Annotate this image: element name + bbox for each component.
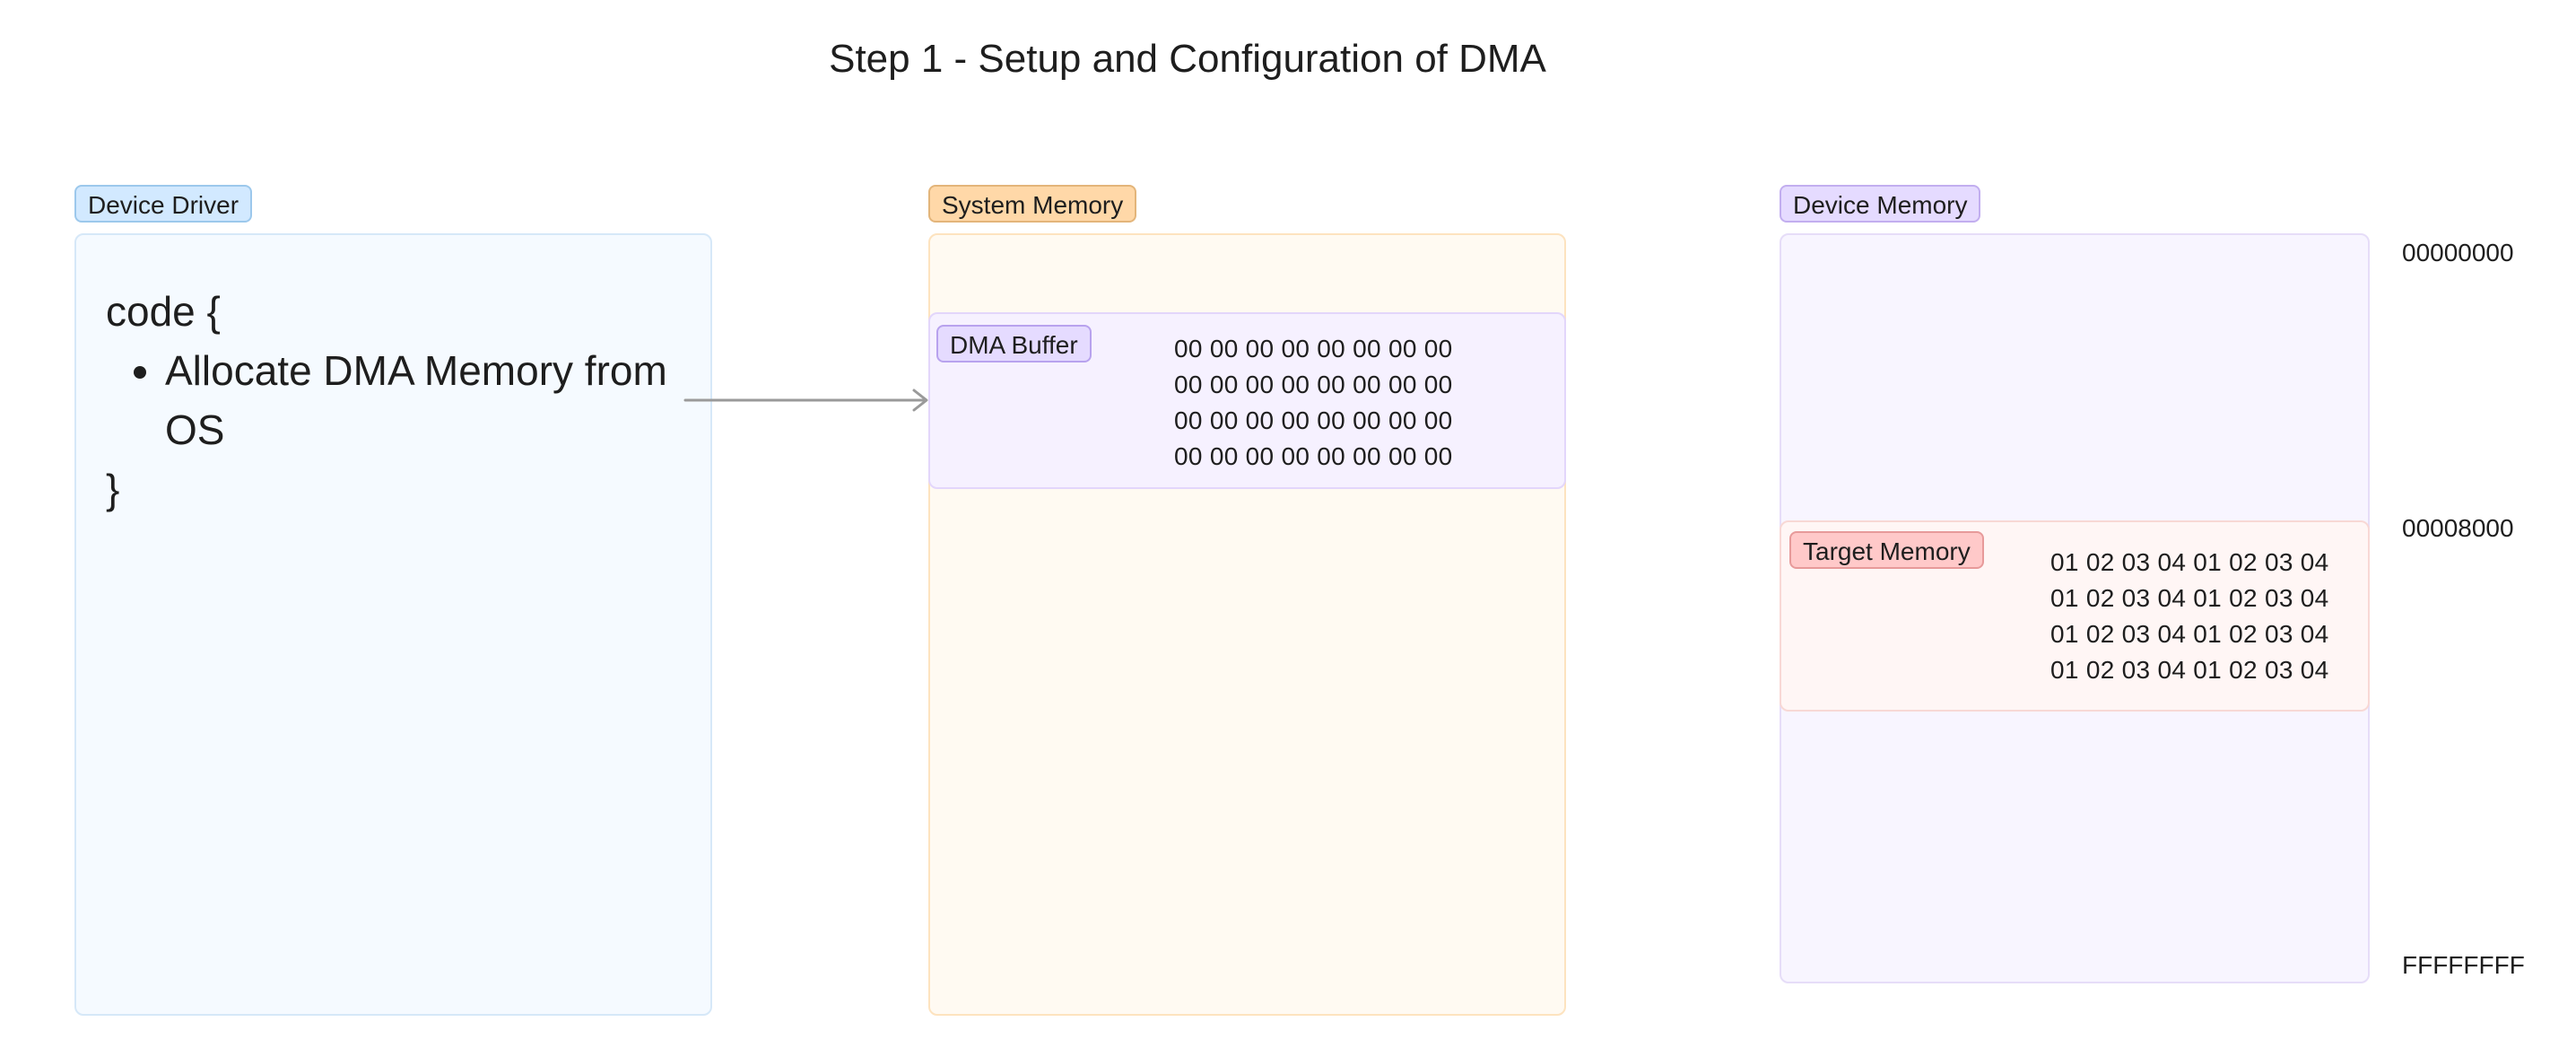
code-item-list: Allocate DMA Memory from OS xyxy=(106,341,698,459)
code-close: } xyxy=(106,466,120,512)
device-driver-panel xyxy=(74,233,712,1016)
target-memory-label: Target Memory xyxy=(1789,531,1984,569)
diagram-title: Step 1 - Setup and Configuration of DMA xyxy=(829,37,1546,81)
target-memory-row: 01 02 03 04 01 02 03 04 xyxy=(2050,620,2329,648)
target-memory-row: 01 02 03 04 01 02 03 04 xyxy=(2050,548,2329,576)
code-item-allocate: Allocate DMA Memory from OS xyxy=(165,341,698,459)
target-memory-bytes: 01 02 03 04 01 02 03 04 01 02 03 04 01 0… xyxy=(2050,545,2329,688)
dma-buffer-row: 00 00 00 00 00 00 00 00 xyxy=(1174,442,1453,470)
target-memory-row: 01 02 03 04 01 02 03 04 xyxy=(2050,656,2329,684)
device-memory-label: Device Memory xyxy=(1780,185,1981,223)
system-memory-label: System Memory xyxy=(928,185,1137,223)
arrow-head-icon xyxy=(912,389,928,412)
dma-buffer-label: DMA Buffer xyxy=(936,325,1092,363)
dma-buffer-row: 00 00 00 00 00 00 00 00 xyxy=(1174,406,1453,434)
address-start: 00000000 xyxy=(2402,239,2514,266)
address-target: 00008000 xyxy=(2402,514,2514,542)
dma-buffer-bytes: 00 00 00 00 00 00 00 00 00 00 00 00 00 0… xyxy=(1174,331,1453,475)
device-driver-label: Device Driver xyxy=(74,185,253,223)
driver-code-block: code { Allocate DMA Memory from OS } xyxy=(106,282,698,519)
dma-buffer-row: 00 00 00 00 00 00 00 00 xyxy=(1174,371,1453,398)
address-end: FFFFFFFF xyxy=(2402,951,2525,979)
target-memory-row: 01 02 03 04 01 02 03 04 xyxy=(2050,584,2329,612)
dma-buffer-row: 00 00 00 00 00 00 00 00 xyxy=(1174,335,1453,363)
code-open: code { xyxy=(106,288,221,335)
